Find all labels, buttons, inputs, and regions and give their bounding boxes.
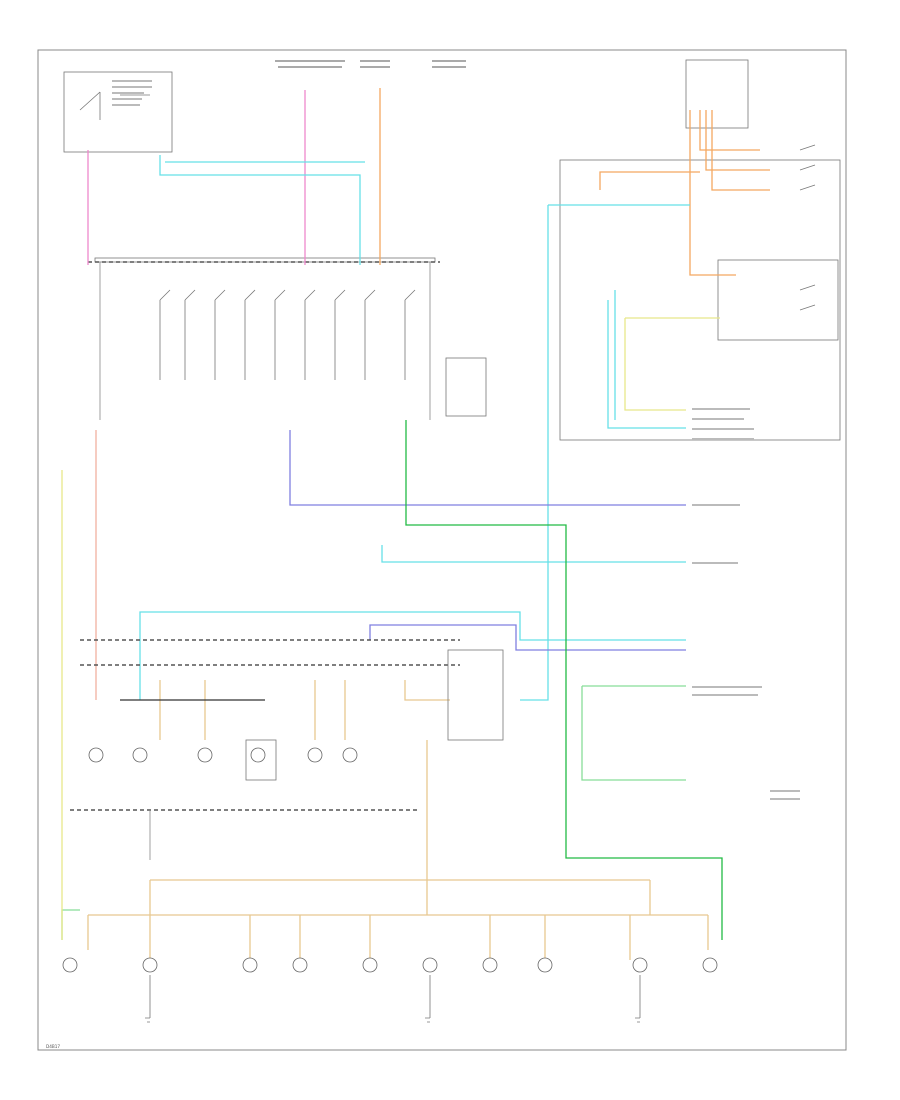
diagram-code: D4B17: [46, 1044, 60, 1049]
yellow-wire-right: [624, 317, 720, 411]
cluster-bulbs: [88, 747, 358, 763]
rear-lamps: [62, 957, 718, 973]
orange-wire-right: [599, 110, 770, 276]
right-labels: [692, 408, 800, 800]
diagram-border: [37, 49, 847, 1051]
blue-wire-2: [369, 624, 686, 651]
tan-wire-mid: [159, 680, 450, 740]
relay-switch: [79, 91, 150, 120]
ground-symbols: [145, 975, 641, 1023]
green-wire: [405, 420, 723, 940]
tan-wire-lamps: [87, 915, 709, 960]
right-switches: [799, 144, 816, 311]
cyan-wire-top: [159, 155, 361, 265]
turn-signal-relay-box: [63, 71, 173, 153]
green-wire-bottom: [61, 909, 80, 940]
cluster-lower-box: [245, 739, 277, 781]
blue-wire: [289, 430, 686, 506]
cyan-wire-right: [520, 204, 690, 701]
relay-text-lines: [112, 80, 152, 106]
cyan-wire-mid: [139, 611, 686, 700]
dimmer-switch-box: [717, 259, 839, 341]
top-header-labels: [275, 60, 466, 68]
light-control-module-box: [447, 649, 504, 741]
hazard-switch-box: [445, 357, 487, 417]
multifunction-switch-box: [559, 159, 841, 441]
headlamp-switch-box: [685, 59, 749, 129]
cyan-wire-left-turn: [381, 545, 686, 563]
light-green-wire: [581, 685, 686, 781]
tan-wire-bottom: [88, 740, 708, 916]
fuse-switches: [159, 289, 416, 380]
